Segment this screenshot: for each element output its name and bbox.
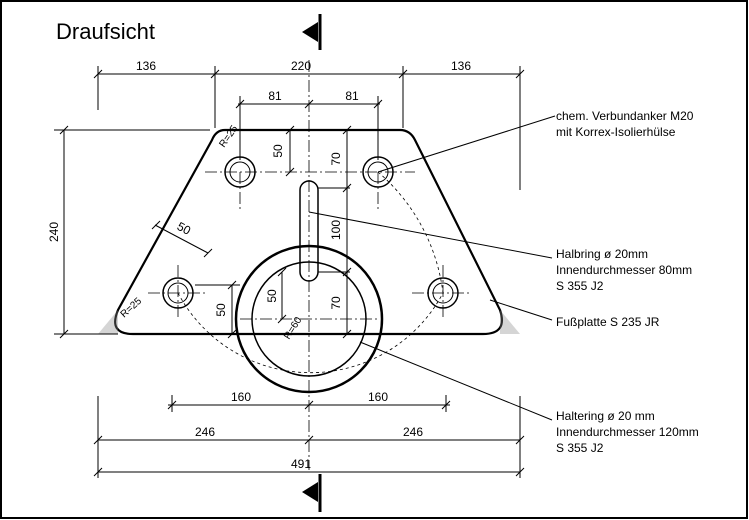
dim-50-left: 50	[214, 303, 228, 317]
dim-50-diag: 50	[175, 219, 194, 238]
dim-50-top: 50	[271, 144, 285, 158]
base-plate-outline	[114, 128, 504, 336]
hatch-right	[500, 310, 520, 334]
dim-136-right: 136	[451, 59, 471, 73]
dim-81-left: 81	[268, 89, 282, 103]
construction-arc-lower	[177, 292, 444, 374]
dim-70-top: 70	[329, 152, 343, 166]
callout-halbring-line3: S 355 J2	[556, 279, 604, 293]
hatch-left	[98, 310, 118, 334]
dim-100: 100	[329, 220, 343, 240]
callout-haltering-line3: S 355 J2	[556, 441, 604, 455]
dim-81-right: 81	[345, 89, 359, 103]
callout-halbring-line1: Halbring ø 20mm	[556, 247, 648, 261]
dim-50-mid: 50	[265, 289, 279, 303]
drawing-title: Draufsicht	[56, 19, 155, 44]
dimension-lines	[54, 66, 525, 478]
dim-70-mid: 70	[329, 296, 343, 310]
center-lines	[148, 60, 470, 470]
haltering-inner	[251, 261, 367, 377]
callout-anchor-line1: chem. Verbundanker M20	[556, 109, 694, 123]
leader-lines	[308, 115, 556, 421]
dim-246-right: 246	[403, 425, 423, 439]
dim-160-left: 160	[231, 390, 251, 404]
section-marker-bottom	[302, 474, 322, 512]
callout-fussplatte: Fußplatte S 235 JR	[556, 315, 660, 329]
callout-haltering-line2: Innendurchmesser 120mm	[556, 425, 699, 439]
anchor-hole-bottom-left	[162, 277, 194, 309]
anchor-hole-bottom-right	[427, 277, 459, 309]
callout-anchor-line2: mit Korrex-Isolierhülse	[556, 125, 676, 139]
dim-220: 220	[291, 59, 311, 73]
dim-240: 240	[47, 222, 61, 242]
dim-160-right: 160	[368, 390, 388, 404]
section-marker-top	[302, 14, 322, 50]
dim-136-left: 136	[136, 59, 156, 73]
callout-haltering-line1: Haltering ø 20 mm	[556, 409, 655, 423]
haltering-outer	[234, 244, 384, 394]
dim-246-left: 246	[195, 425, 215, 439]
callout-halbring-line2: Innendurchmesser 80mm	[556, 263, 692, 277]
dim-491: 491	[291, 457, 311, 471]
